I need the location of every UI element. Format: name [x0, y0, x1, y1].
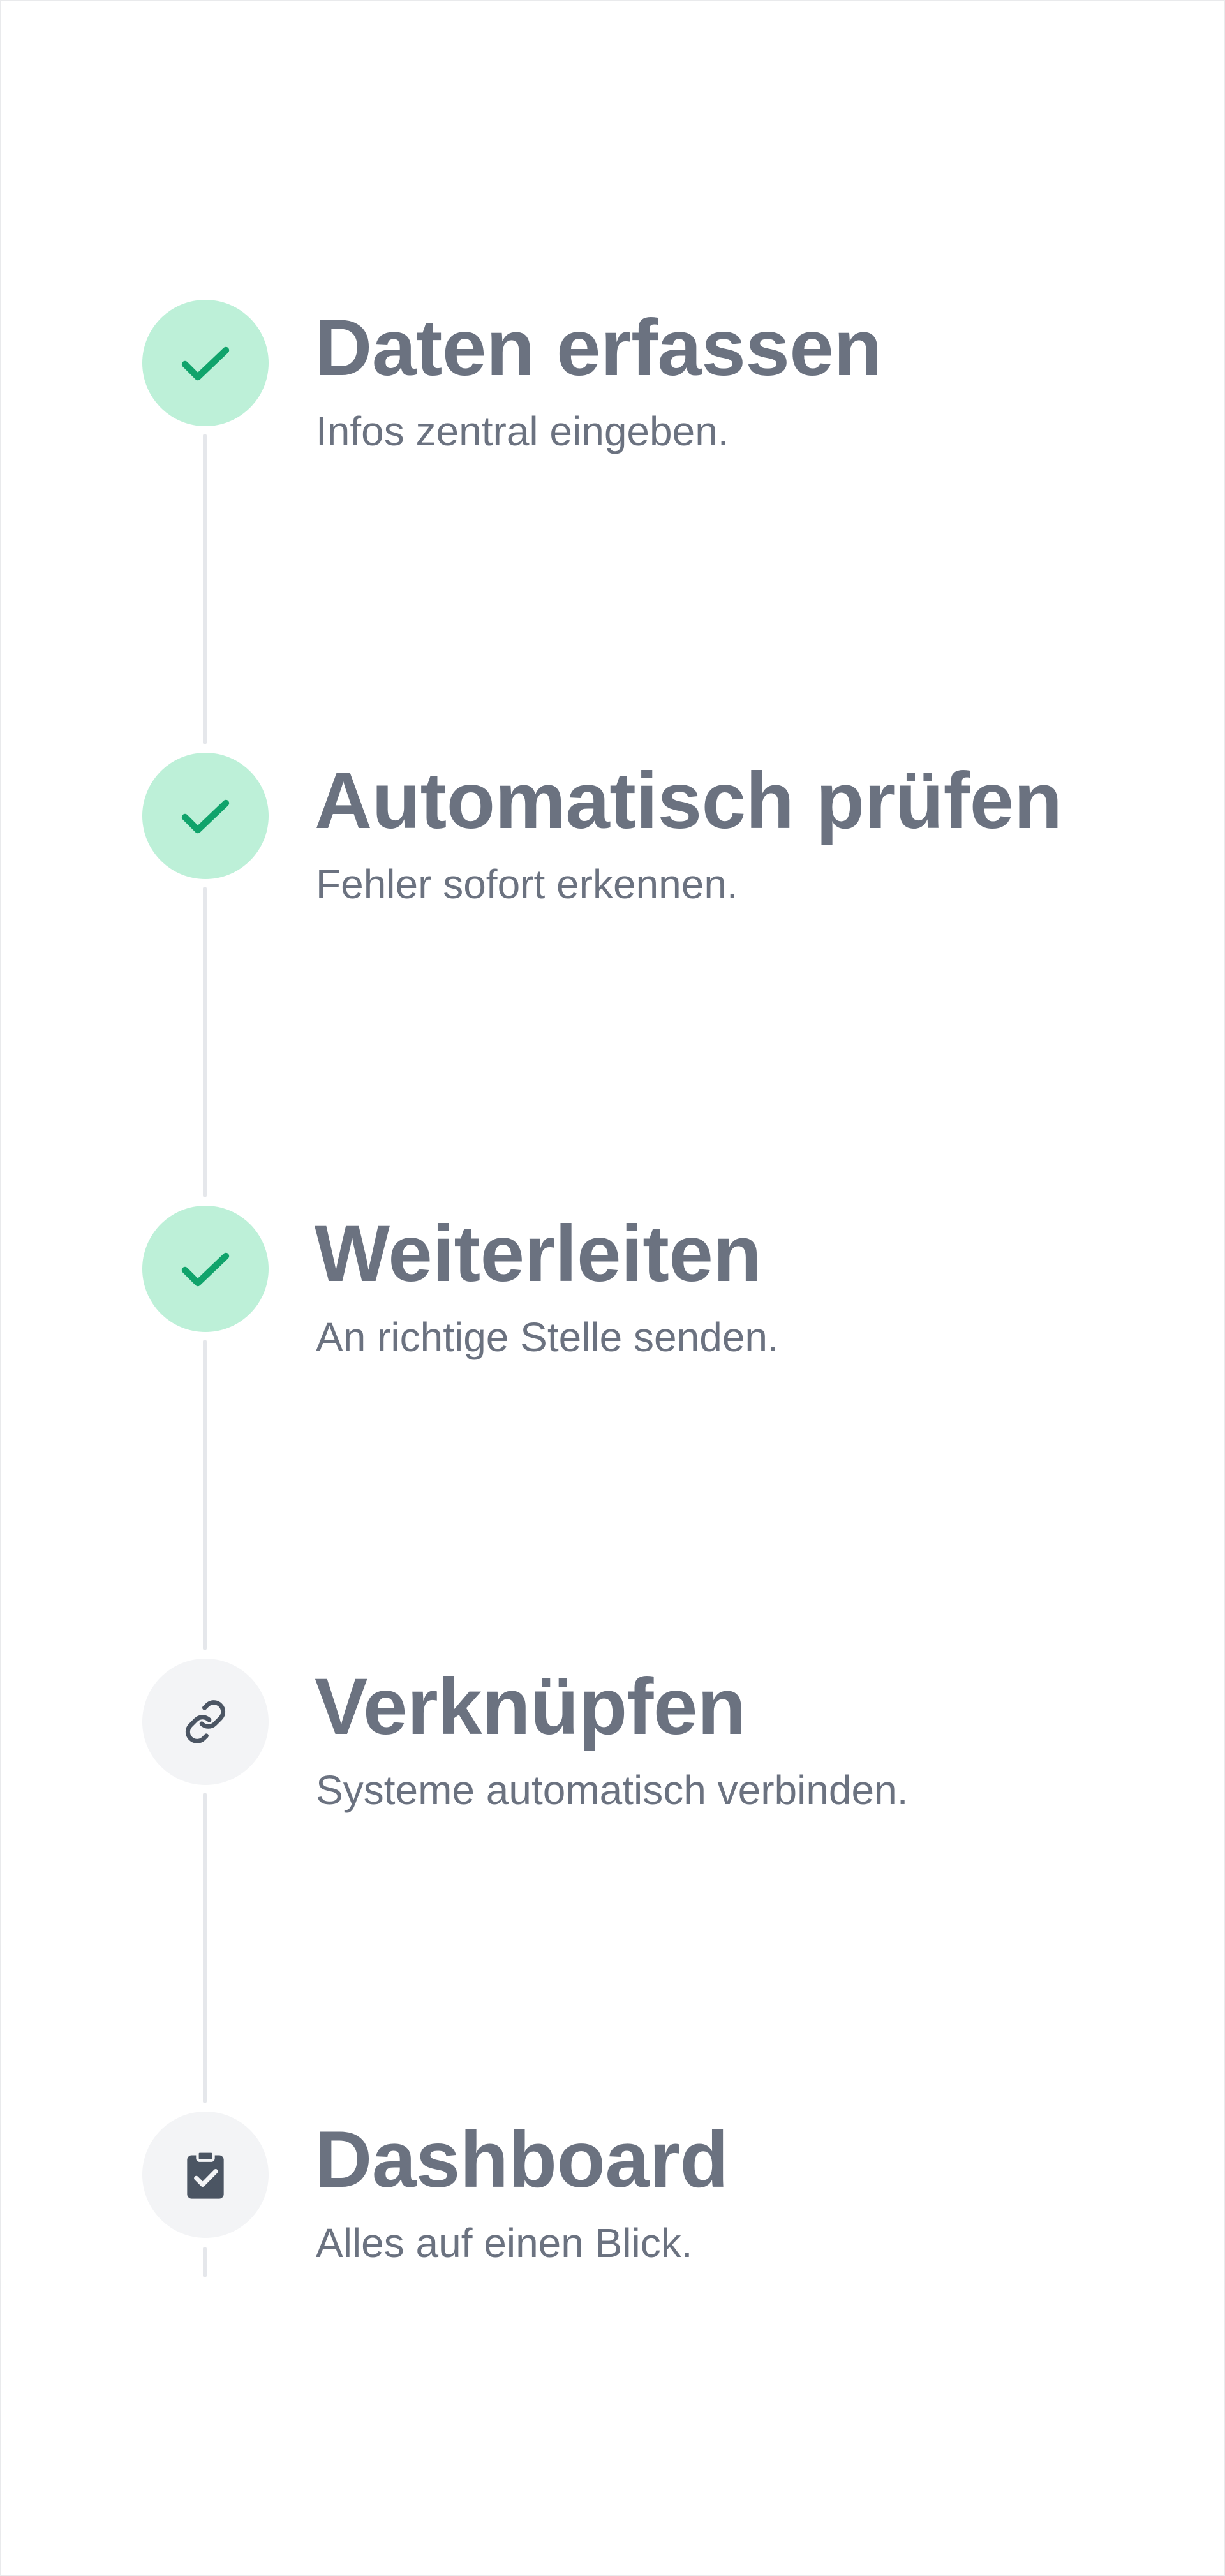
- clipboard-check-icon: [178, 2147, 233, 2202]
- step-status-done: [142, 300, 269, 426]
- timeline-connector: [203, 1793, 207, 2103]
- timeline-step-automatisch-pruefen: Automatisch prüfen Fehler sofort erkenne…: [142, 753, 1163, 907]
- timeline-step-weiterleiten: Weiterleiten An richtige Stelle senden.: [142, 1206, 1163, 1360]
- step-status-pending: [142, 1659, 269, 1785]
- step-status-done: [142, 1206, 269, 1332]
- step-description: Alles auf einen Blick.: [316, 2220, 693, 2266]
- step-title: Verknüpfen: [315, 1662, 746, 1751]
- step-description: An richtige Stelle senden.: [316, 1314, 779, 1360]
- timeline-connector: [203, 1340, 207, 1650]
- step-description: Fehler sofort erkennen.: [316, 861, 738, 907]
- step-title: Weiterleiten: [315, 1210, 762, 1298]
- check-icon: [175, 1238, 236, 1299]
- step-title: Automatisch prüfen: [315, 757, 1062, 845]
- step-description: Systeme automatisch verbinden.: [316, 1767, 909, 1813]
- check-icon: [175, 785, 236, 847]
- link-icon: [183, 1699, 228, 1744]
- step-title: Dashboard: [315, 2115, 729, 2204]
- check-icon: [175, 332, 236, 394]
- timeline-step-dashboard: Dashboard Alles auf einen Blick.: [142, 2112, 1163, 2266]
- step-title: Daten erfassen: [315, 304, 882, 392]
- step-description: Infos zentral eingeben.: [316, 408, 729, 454]
- step-status-pending: [142, 2112, 269, 2238]
- timeline-connector: [203, 887, 207, 1197]
- timeline-connector: [203, 434, 207, 744]
- timeline-step-daten-erfassen: Daten erfassen Infos zentral eingeben.: [142, 300, 1163, 454]
- step-status-done: [142, 753, 269, 879]
- timeline-connector: [203, 2247, 207, 2277]
- timeline-step-verknuepfen: Verknüpfen Systeme automatisch verbinden…: [142, 1659, 1163, 1813]
